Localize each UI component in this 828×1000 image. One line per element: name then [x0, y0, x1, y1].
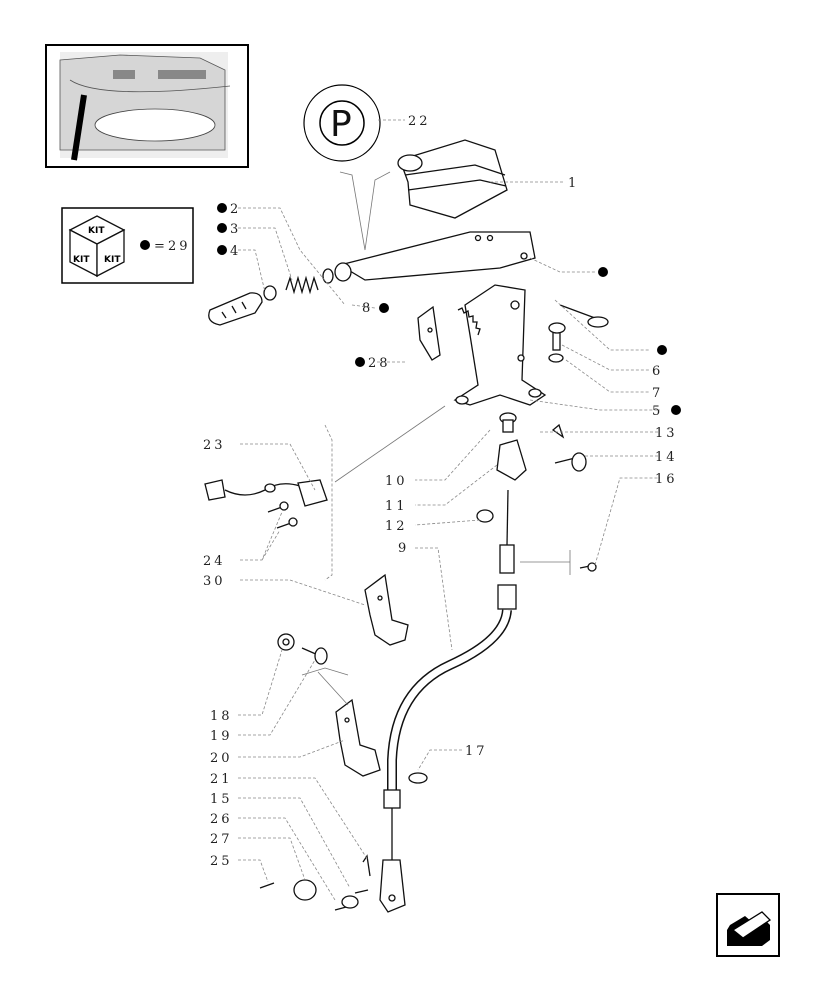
switch-bracket [417, 305, 441, 361]
callout-20: 20 [210, 751, 233, 766]
callout-11: 11 [385, 499, 408, 514]
callout-18: 18 [210, 709, 233, 724]
callout-8: 8 [362, 301, 373, 316]
lever-grip [208, 285, 277, 326]
bullet-icon [217, 223, 227, 233]
callout-10: 10 [385, 474, 408, 489]
ratchet-bracket [453, 284, 547, 406]
callout-25: 25 [210, 854, 233, 869]
small-fasteners [259, 633, 428, 911]
callout-16: 16 [655, 472, 678, 487]
callout-6: 6 [652, 364, 663, 379]
kit-ref-number: 29 [168, 239, 191, 254]
lever-spring [285, 268, 334, 295]
callout-27: 27 [210, 832, 233, 847]
pivot-pin [559, 304, 609, 328]
brake-switch [204, 479, 328, 507]
kit-bullet-icon [140, 240, 150, 250]
callout-4: 4 [230, 244, 241, 259]
bullet-icon [217, 245, 227, 255]
kit-equals: = [154, 239, 168, 254]
callout-7: 7 [652, 386, 663, 401]
kit-top-label: KIT [88, 226, 105, 236]
bullet-icon [379, 303, 389, 313]
kit-bullets [217, 203, 681, 415]
bullet-icon [355, 357, 365, 367]
clevis-parts [476, 412, 597, 572]
callout-13: 13 [655, 426, 678, 441]
brake-cable [379, 489, 517, 913]
callout-24: 24 [203, 554, 226, 569]
callout-9: 9 [398, 541, 409, 556]
callout-1: 1 [568, 176, 579, 191]
callout-21: 21 [210, 772, 233, 787]
switch-screws [267, 501, 298, 529]
callout-2: 2 [230, 202, 241, 217]
lever-boot [397, 139, 508, 219]
callout-17: 17 [465, 744, 488, 759]
park-letter: P [330, 104, 352, 145]
location-thumbnail [45, 44, 249, 168]
callout-12: 12 [385, 519, 408, 534]
callout-3: 3 [230, 222, 241, 237]
callout-23: 23 [203, 438, 226, 453]
callout-14: 14 [655, 450, 678, 465]
callout-28: 28 [368, 356, 391, 371]
cable-bracket-lower [335, 698, 381, 777]
park-symbol: P [303, 84, 381, 162]
handbrake-lever [334, 231, 536, 282]
kit-left-label: KIT [73, 255, 90, 265]
bullet-icon [217, 203, 227, 213]
kit-right-label: KIT [104, 255, 121, 265]
callout-19: 19 [210, 729, 233, 744]
kit-legend: KIT KIT KIT = 29 [61, 207, 194, 284]
callout-5: 5 [652, 404, 663, 419]
pivot-bolt [548, 322, 566, 363]
bullet-icon [598, 267, 608, 277]
callout-labels: 1 2 3 4 5 6 7 8 9 10 11 12 13 14 15 16 1… [203, 114, 678, 869]
bullet-icon [671, 405, 681, 415]
callout-15: 15 [210, 792, 233, 807]
callout-30: 30 [203, 574, 226, 589]
callout-22: 22 [408, 114, 431, 129]
cable-bracket-upper [364, 573, 409, 646]
leader-lines [238, 119, 660, 901]
bullet-icon [657, 345, 667, 355]
arrow-back-icon[interactable] [716, 893, 780, 957]
callout-26: 26 [210, 812, 233, 827]
